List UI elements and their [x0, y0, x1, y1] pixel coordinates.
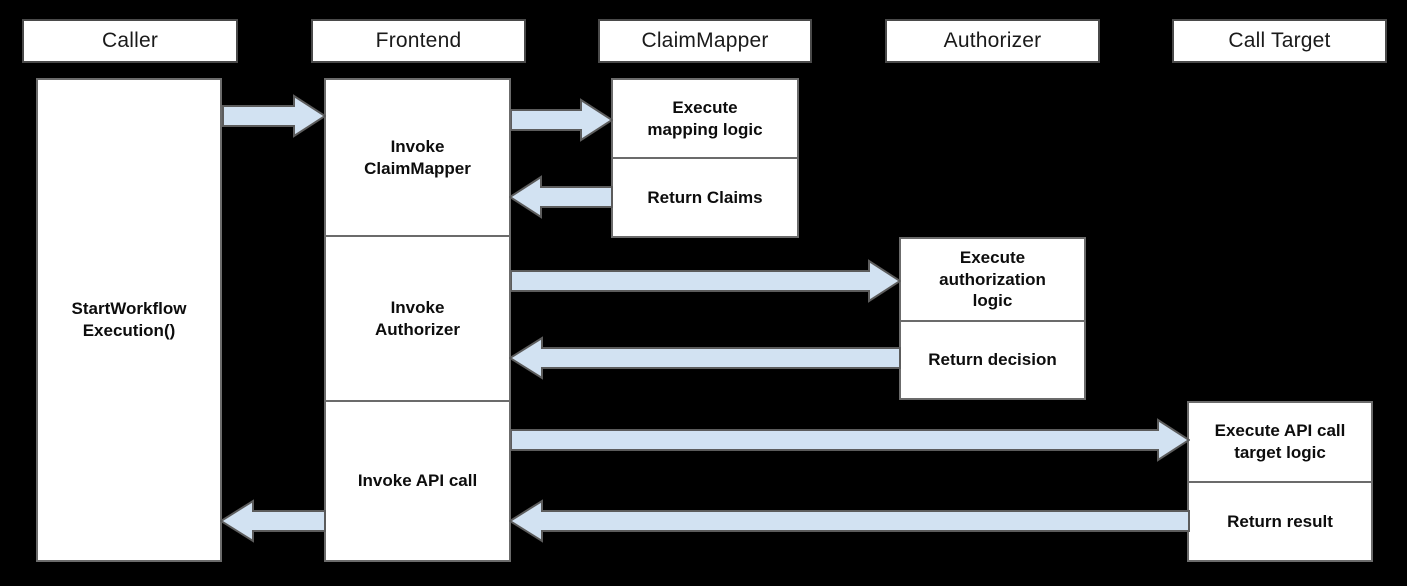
- message-arrow-authorizer-to-frontend: [509, 336, 901, 380]
- activation-cell-claimmapper-return-claims: Return Claims: [613, 157, 797, 236]
- block-arrow-right-icon: [511, 418, 1190, 462]
- message-arrow-frontend-to-calltarget: [511, 418, 1190, 462]
- activation-cell-label: Invoke ClaimMapper: [364, 136, 471, 178]
- activation-cell-frontend-invoke-claimmapper: Invoke ClaimMapper: [326, 80, 509, 235]
- activation-cell-label: StartWorkflow Execution(): [71, 299, 187, 340]
- participant-label-authorizer: Authorizer: [943, 29, 1042, 52]
- activation-cell-label: Return Claims: [647, 187, 763, 207]
- activation-cell-label: Execute mapping logic: [647, 97, 763, 139]
- activation-cell-authorizer-execute-authorization-logic: Execute authorization logic: [901, 239, 1084, 320]
- activation-authorizer: Execute authorization logic Return decis…: [899, 237, 1086, 400]
- message-arrow-frontend-to-claimmapper: [511, 98, 613, 142]
- message-arrow-calltarget-to-frontend: [509, 499, 1190, 543]
- message-arrow-claimmapper-to-frontend: [509, 175, 613, 219]
- participant-label-frontend: Frontend: [375, 29, 462, 52]
- block-arrow-left-icon: [509, 336, 901, 380]
- activation-cell-label: Execute authorization logic: [939, 247, 1046, 311]
- activation-cell-label: Return result: [1227, 511, 1333, 531]
- activation-cell-authorizer-return-decision: Return decision: [901, 320, 1084, 398]
- activation-frontend: Invoke ClaimMapper Invoke Authorizer Inv…: [324, 78, 511, 562]
- message-arrow-frontend-to-caller: [220, 499, 326, 543]
- block-arrow-right-icon: [222, 94, 326, 138]
- activation-cell-claimmapper-execute-mapping-logic: Execute mapping logic: [613, 80, 797, 157]
- block-arrow-left-icon: [509, 499, 1190, 543]
- participant-header-calltarget: Call Target: [1172, 19, 1387, 63]
- block-arrow-left-icon: [220, 499, 326, 543]
- participant-label-caller: Caller: [101, 29, 159, 52]
- activation-cell-calltarget-execute-api-call-target-logic: Execute API call target logic: [1189, 403, 1371, 481]
- block-arrow-left-icon: [509, 175, 613, 219]
- activation-cell-label: Execute API call target logic: [1214, 421, 1346, 462]
- participant-label-claimmapper: ClaimMapper: [641, 29, 769, 52]
- participant-label-calltarget: Call Target: [1228, 29, 1331, 52]
- participant-header-claimmapper: ClaimMapper: [598, 19, 812, 63]
- block-arrow-right-icon: [511, 98, 613, 142]
- activation-cell-caller-start: StartWorkflow Execution(): [38, 80, 220, 560]
- activation-cell-frontend-invoke-authorizer: Invoke Authorizer: [326, 235, 509, 400]
- activation-cell-label: Invoke Authorizer: [375, 297, 460, 339]
- activation-caller: StartWorkflow Execution(): [36, 78, 222, 562]
- activation-claimmapper: Execute mapping logic Return Claims: [611, 78, 799, 238]
- activation-cell-calltarget-return-result: Return result: [1189, 481, 1371, 560]
- activation-calltarget: Execute API call target logic Return res…: [1187, 401, 1373, 562]
- activation-cell-label: Invoke API call: [357, 471, 478, 491]
- participant-header-caller: Caller: [22, 19, 238, 63]
- activation-cell-frontend-invoke-api-call: Invoke API call: [326, 400, 509, 560]
- participant-header-frontend: Frontend: [311, 19, 526, 63]
- message-arrow-frontend-to-authorizer: [511, 259, 901, 303]
- message-arrow-caller-to-frontend: [222, 94, 326, 138]
- participant-header-authorizer: Authorizer: [885, 19, 1100, 63]
- block-arrow-right-icon: [511, 259, 901, 303]
- activation-cell-label: Return decision: [928, 350, 1057, 370]
